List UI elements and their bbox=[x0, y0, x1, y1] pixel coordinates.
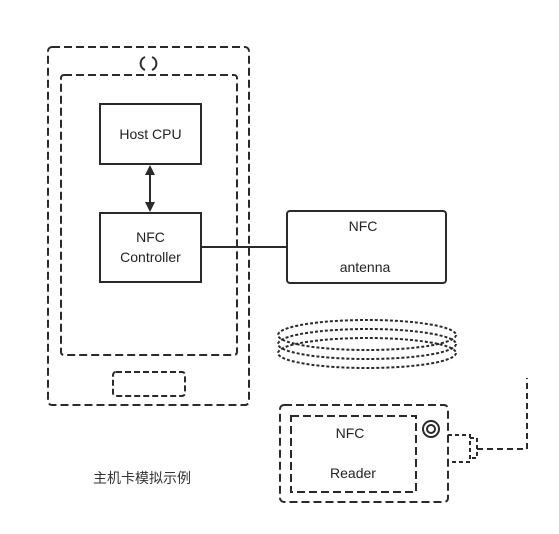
nfc-reader-label-line1: NFC bbox=[336, 425, 365, 441]
nfc-controller-label-line1: NFC bbox=[136, 229, 165, 245]
reader-indicator-icon bbox=[422, 420, 440, 438]
nfc-reader-node: NFC Reader bbox=[290, 415, 417, 493]
diagram-caption: 主机卡模拟示例 bbox=[93, 471, 191, 487]
phone-home-button bbox=[112, 371, 186, 397]
nfc-antenna-box bbox=[286, 210, 447, 284]
phone-body bbox=[47, 46, 250, 406]
host-cpu-box bbox=[99, 103, 202, 165]
host-cpu-label: Host CPU bbox=[119, 126, 181, 142]
reader-cable bbox=[477, 378, 528, 450]
host-cpu-node: Host CPU bbox=[99, 103, 202, 165]
reader-coil-icon bbox=[277, 319, 457, 369]
nfc-controller-box bbox=[99, 212, 202, 283]
nfc-reader-label-line2: Reader bbox=[330, 465, 376, 481]
nfc-controller-label-line2: Controller bbox=[120, 249, 181, 265]
phone-camera-icon bbox=[139, 56, 158, 71]
nfc-reader-device bbox=[279, 404, 449, 503]
reader-connector-icon bbox=[448, 434, 478, 463]
nfc-antenna-label-line1: NFC bbox=[349, 218, 378, 234]
nfc-antenna-node: NFC antenna bbox=[286, 210, 447, 284]
nfc-antenna-label-line2: antenna bbox=[340, 259, 391, 275]
nfc-controller-node: NFC Controller bbox=[99, 212, 202, 283]
phone-screen bbox=[60, 74, 238, 356]
nfc-reader-panel bbox=[290, 415, 417, 493]
